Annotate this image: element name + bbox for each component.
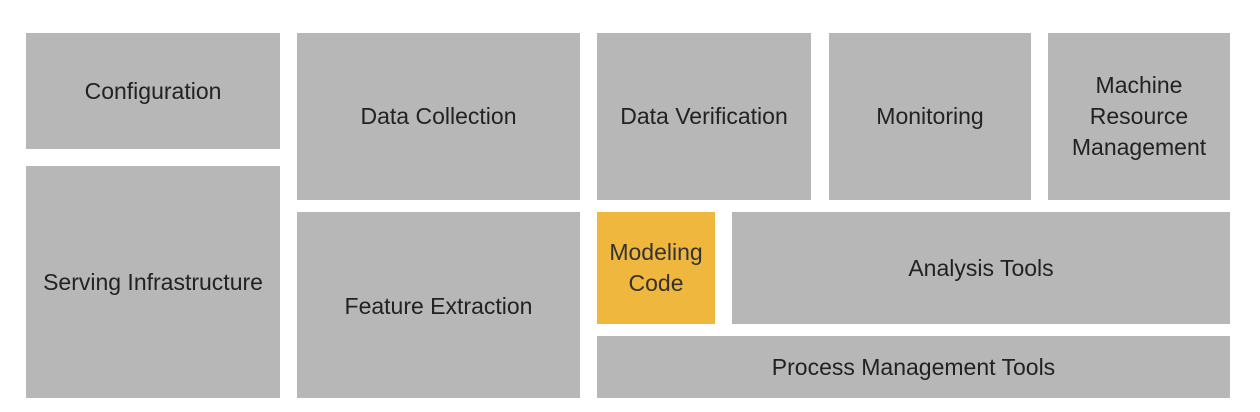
data-collection-box: Data Collection [297, 33, 580, 200]
data-collection-label: Data Collection [360, 103, 517, 129]
feature-extraction-label: Feature Extraction [344, 292, 533, 319]
serving-infrastructure-box: Serving Infrastructure [26, 166, 280, 398]
serving-infrastructure-label: Serving Infrastructure [43, 268, 263, 295]
configuration-label: Configuration [84, 77, 222, 104]
monitoring-box: Monitoring [829, 33, 1031, 200]
data-verification-label: Data Verification [620, 103, 788, 129]
feature-extraction-box: Feature Extraction [297, 212, 580, 398]
configuration-box: Configuration [26, 33, 280, 149]
data-verification-box: Data Verification [597, 33, 811, 200]
analysis-tools-box: Analysis Tools [732, 212, 1230, 324]
process-management-tools-label: Process Management Tools [771, 353, 1056, 380]
modeling-code-label: Modeling Code [609, 239, 703, 296]
machine-resource-management-label: Machine Resource Management [1071, 72, 1207, 160]
monitoring-label: Monitoring [876, 103, 984, 129]
analysis-tools-label: Analysis Tools [908, 254, 1054, 281]
process-management-tools-box: Process Management Tools [597, 336, 1230, 398]
machine-resource-management-box: Machine Resource Management [1048, 33, 1230, 200]
modeling-code-box: Modeling Code [597, 212, 715, 324]
